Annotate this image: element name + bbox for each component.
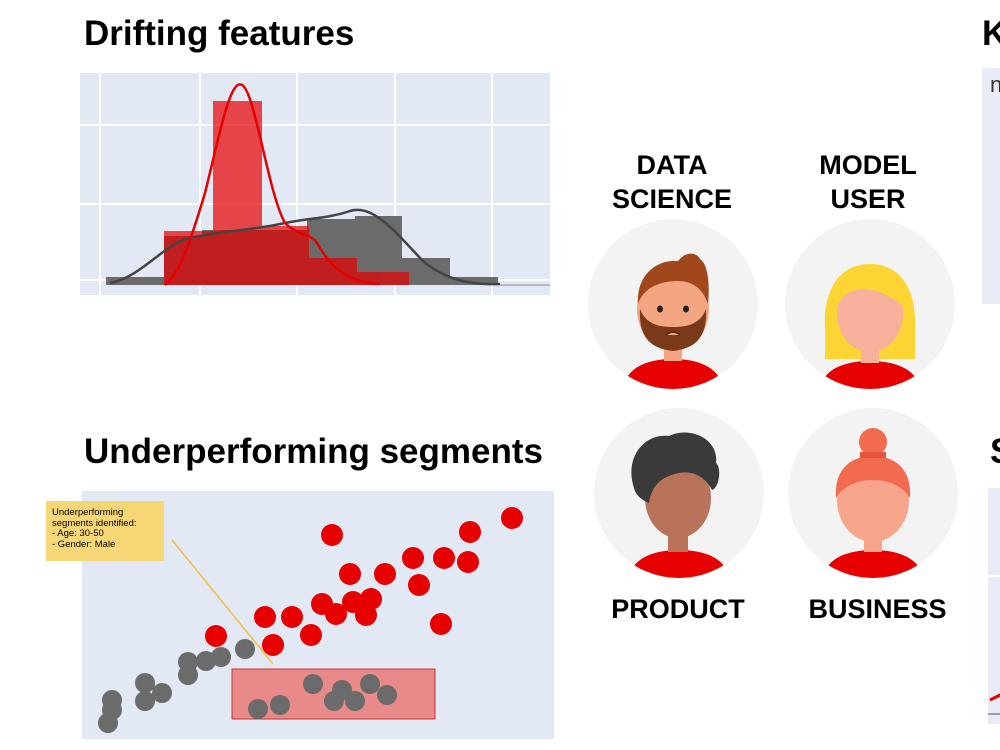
grey-points xyxy=(98,639,397,733)
role-label-line: BUSINESS xyxy=(808,594,947,624)
tooltip-pointer-line xyxy=(171,539,274,665)
tooltip-line-1: Underperforming xyxy=(52,507,124,518)
current-density-curve xyxy=(164,83,381,286)
red-points xyxy=(205,507,523,656)
role-label-line: DATA xyxy=(636,150,708,180)
cut-off-title-bottom: S xyxy=(990,432,1000,472)
role-label-line: USER xyxy=(830,184,906,214)
cut-off-panel-bottom xyxy=(988,488,1000,724)
role-label-model-user: MODEL USER xyxy=(788,148,948,216)
cut-off-panel-top xyxy=(982,68,1000,304)
underperforming-segments-title: Underperforming segments xyxy=(84,432,543,471)
tooltip-line-4: - Gender: Male xyxy=(52,538,116,550)
role-label-product: PRODUCT xyxy=(588,592,768,626)
current-distribution-bars xyxy=(164,101,409,285)
role-label-line: SCIENCE xyxy=(611,184,733,214)
drifting-features-histogram xyxy=(80,73,550,295)
drifting-features-title: Drifting features xyxy=(84,14,355,53)
cut-off-panel-text: n xyxy=(990,72,1000,97)
tooltip-line-2: segments identified: xyxy=(52,517,137,529)
business-avatar-icon xyxy=(788,408,958,578)
segment-tooltip: Underperforming segments identified: - A… xyxy=(46,501,164,561)
role-label-line: PRODUCT xyxy=(611,594,745,624)
role-label-data-science: DATA SCIENCE xyxy=(592,148,752,216)
model-user-avatar-icon xyxy=(785,219,955,389)
cut-off-panel-lines xyxy=(988,575,1000,715)
tooltip-line-3: - Age: 30-50 xyxy=(52,528,104,539)
role-label-business: BUSINESS xyxy=(790,592,965,626)
underperforming-segments-scatter xyxy=(82,491,554,739)
role-label-line: MODEL xyxy=(819,150,917,180)
histogram-svg xyxy=(80,73,550,295)
reference-density-curve xyxy=(109,208,501,286)
scatter-svg xyxy=(98,507,523,733)
cut-off-title-top: K xyxy=(982,14,1000,53)
product-avatar-icon xyxy=(594,408,764,578)
data-science-avatar-icon xyxy=(588,219,758,389)
